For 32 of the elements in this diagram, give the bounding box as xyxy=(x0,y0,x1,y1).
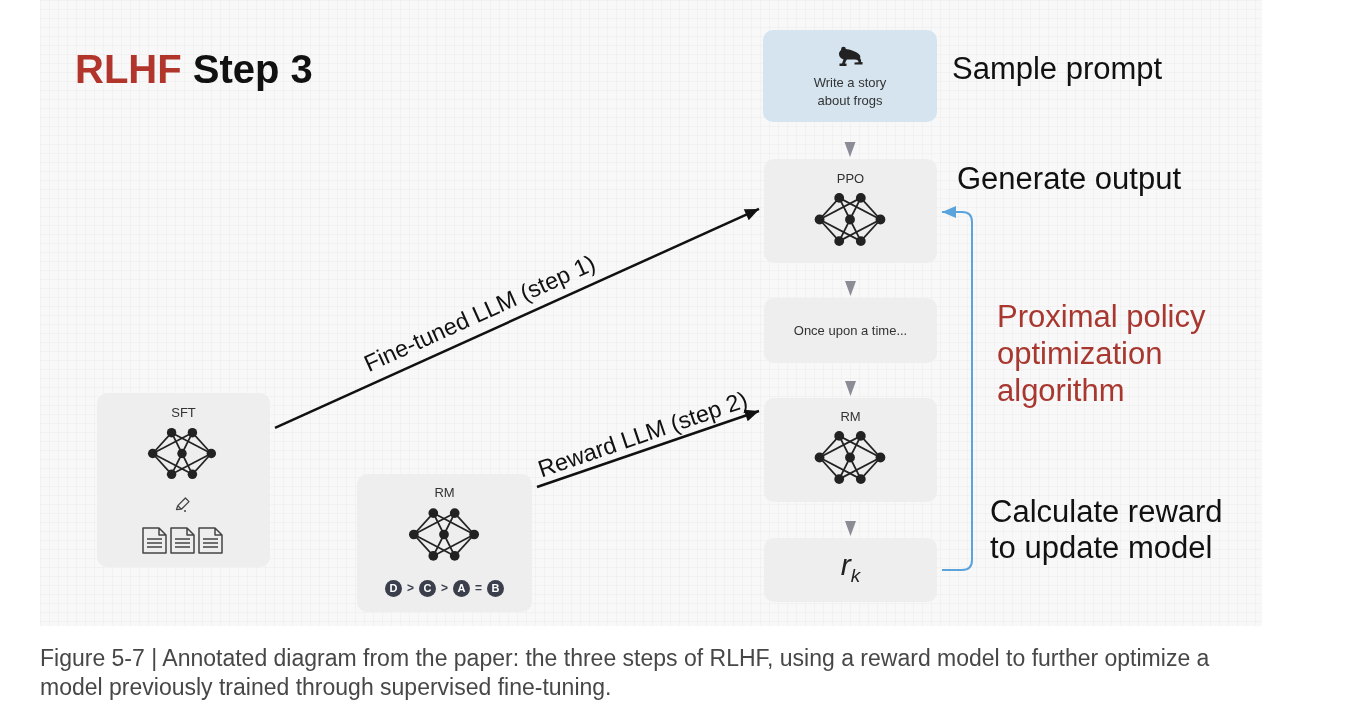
rank-letter: B xyxy=(487,580,504,597)
comparison-sign: = xyxy=(475,580,482,597)
step-description: Calculate reward to update model xyxy=(990,494,1224,566)
model-box xyxy=(357,474,532,612)
model-box xyxy=(764,398,937,502)
diagram-title: RLHF Step 3 xyxy=(75,47,313,91)
arrow xyxy=(845,521,856,536)
box-title: PPO xyxy=(836,171,865,187)
model-box xyxy=(97,393,270,567)
edge-label: Proximal policy optimization algorithm xyxy=(997,298,1207,409)
arrow xyxy=(845,281,856,296)
feedback-arrow xyxy=(941,206,973,571)
output-text: Once upon a time... xyxy=(793,322,908,339)
arrow xyxy=(536,409,760,489)
prompt-box xyxy=(763,30,937,122)
prompt-text: Write a story about frogs xyxy=(812,74,888,110)
box-title: RM xyxy=(434,485,455,501)
model-box xyxy=(764,159,937,263)
box-title: SFT xyxy=(171,405,196,421)
arrow xyxy=(274,207,760,429)
rank-letter: A xyxy=(453,580,470,597)
arrow xyxy=(844,142,856,157)
rank-letter: C xyxy=(419,580,436,597)
step-description: Sample prompt xyxy=(952,51,1164,87)
reward-symbol: r$_{k}$ xyxy=(840,547,861,588)
comparison-sign: > xyxy=(406,580,414,597)
arrow xyxy=(845,381,856,396)
step-description: Generate output xyxy=(957,161,1183,197)
figure-caption: Figure 5-7 | Annotated diagram from the paper: the three steps of RLHF, using a reward model to further optimize a model previously trained through supervised fine-tuning. xyxy=(40,644,1211,702)
comparison-sign: > xyxy=(441,580,448,597)
rank-letter: D xyxy=(384,580,402,597)
box-title: RM xyxy=(840,409,861,425)
